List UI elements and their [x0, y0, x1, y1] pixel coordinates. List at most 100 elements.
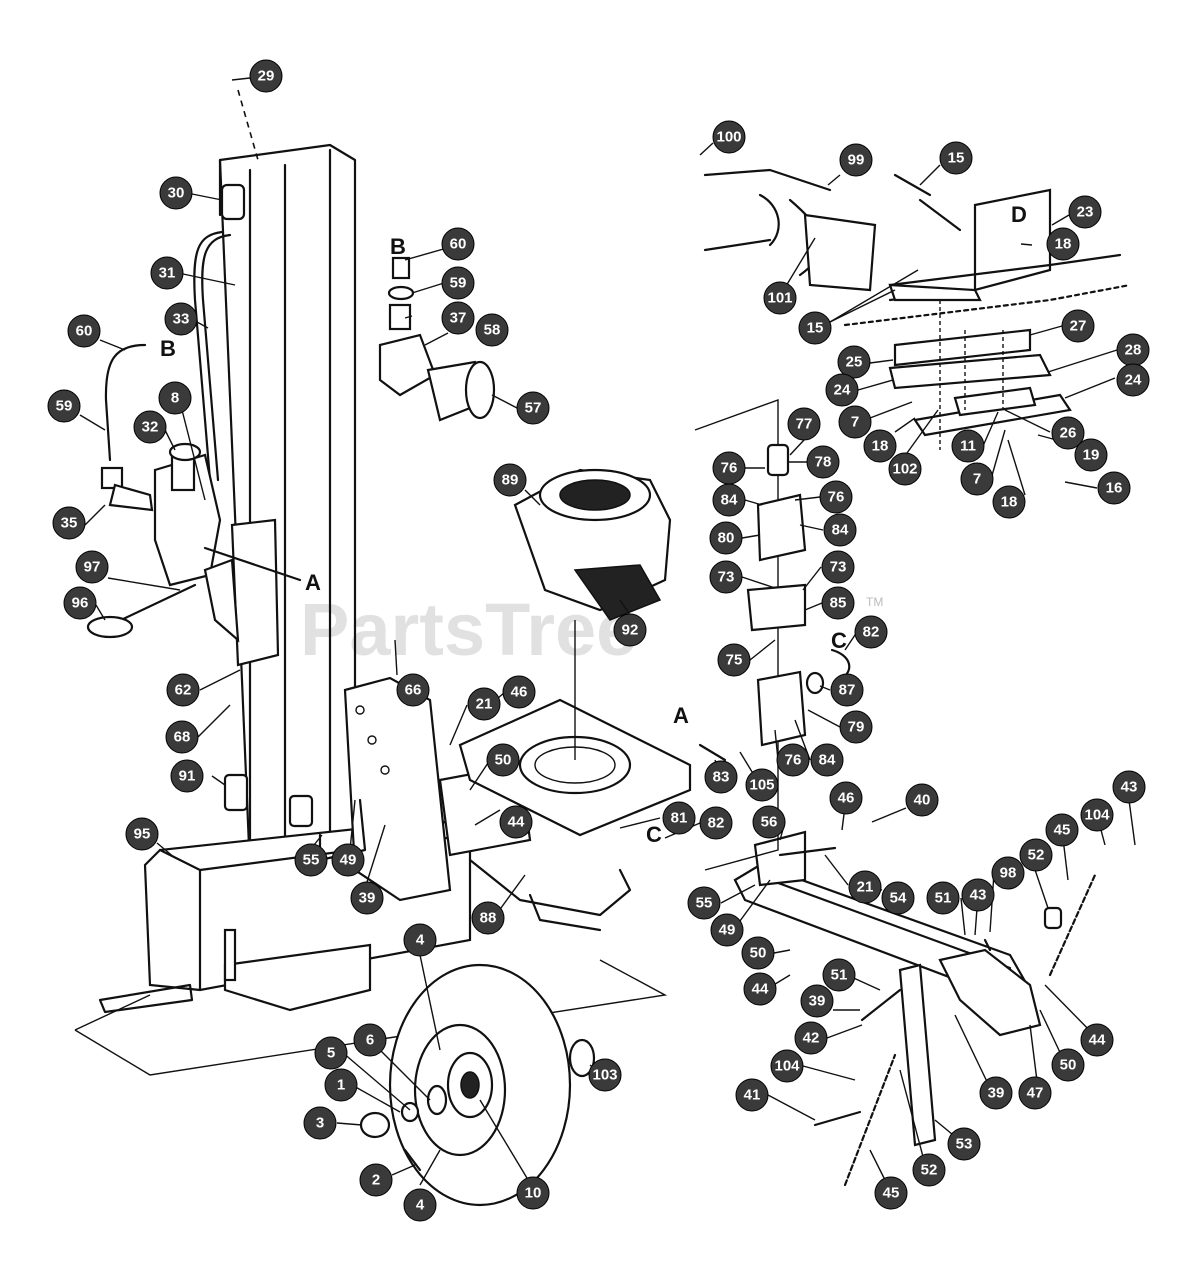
callout-80: 80	[709, 521, 743, 555]
callout-104-upper: 104	[1080, 798, 1114, 832]
svg-text:99: 99	[848, 152, 865, 169]
callout-52-lower: 52	[912, 1153, 946, 1187]
callout-7-left: 7	[838, 405, 872, 439]
svg-text:46: 46	[838, 790, 855, 807]
callout-25: 25	[837, 345, 871, 379]
svg-text:55: 55	[696, 895, 713, 912]
callout-92: 92	[613, 613, 647, 647]
svg-text:92: 92	[622, 622, 639, 639]
svg-text:104: 104	[1084, 807, 1110, 824]
callout-7-right: 7	[960, 462, 994, 496]
svg-text:27: 27	[1070, 318, 1087, 335]
svg-text:57: 57	[525, 400, 542, 417]
control-valve	[86, 343, 222, 639]
svg-text:52: 52	[1028, 847, 1045, 864]
callout-73-right: 73	[821, 550, 855, 584]
callout-91: 91	[170, 759, 204, 793]
callout-45-upper: 45	[1045, 813, 1079, 847]
svg-text:16: 16	[1106, 480, 1123, 497]
svg-text:81: 81	[671, 810, 688, 827]
svg-text:4: 4	[416, 1197, 425, 1214]
callout-41: 41	[735, 1078, 769, 1112]
callout-47: 47	[1018, 1076, 1052, 1110]
svg-text:44: 44	[1089, 1032, 1106, 1049]
callout-59-filter: 59	[441, 266, 475, 300]
callout-45-lower: 45	[874, 1176, 908, 1210]
engine-plate	[458, 698, 692, 932]
callout-105: 105	[745, 768, 779, 802]
callout-26: 26	[1051, 416, 1085, 450]
svg-text:15: 15	[948, 150, 965, 167]
svg-text:84: 84	[721, 492, 738, 509]
callout-29: 29	[249, 59, 283, 93]
wedge-panel	[694, 399, 851, 871]
callout-68: 68	[165, 720, 199, 754]
callout-1: 1	[324, 1068, 358, 1102]
svg-text:56: 56	[761, 814, 778, 831]
svg-text:85: 85	[830, 595, 847, 612]
svg-text:95: 95	[134, 826, 151, 843]
callout-82: 82	[699, 806, 733, 840]
svg-text:82: 82	[708, 815, 725, 832]
svg-text:25: 25	[846, 354, 863, 371]
connector-label-c-spring: C	[646, 822, 662, 847]
callout-89: 89	[493, 463, 527, 497]
svg-text:80: 80	[718, 530, 735, 547]
svg-text:82: 82	[863, 624, 880, 641]
svg-text:21: 21	[857, 879, 874, 896]
callout-31: 31	[150, 256, 184, 290]
callout-44-hitch-left: 44	[743, 972, 777, 1006]
svg-text:77: 77	[796, 416, 813, 433]
callout-3: 3	[303, 1106, 337, 1140]
callout-66: 66	[396, 673, 430, 707]
svg-text:89: 89	[502, 472, 519, 489]
callout-88: 88	[471, 901, 505, 935]
connector-label-c-wedge: C	[831, 628, 847, 653]
callout-16: 16	[1097, 471, 1131, 505]
svg-text:76: 76	[828, 489, 845, 506]
svg-text:40: 40	[914, 792, 931, 809]
svg-text:62: 62	[175, 682, 192, 699]
svg-text:79: 79	[848, 719, 865, 736]
svg-text:24: 24	[834, 382, 851, 399]
svg-text:44: 44	[752, 981, 769, 998]
callout-2: 2	[359, 1163, 393, 1197]
callout-49-hitch: 49	[710, 913, 744, 947]
svg-text:8: 8	[171, 390, 179, 407]
svg-text:104: 104	[774, 1058, 800, 1075]
callout-39-hitch-right: 39	[979, 1076, 1013, 1110]
svg-text:1: 1	[337, 1077, 345, 1094]
callout-56: 56	[752, 805, 786, 839]
callout-82-wedge: 82	[854, 615, 888, 649]
callout-35: 35	[52, 506, 86, 540]
callout-32: 32	[133, 410, 167, 444]
svg-text:76: 76	[785, 752, 802, 769]
callout-100: 100	[712, 120, 746, 154]
svg-text:28: 28	[1125, 342, 1142, 359]
svg-text:91: 91	[179, 768, 196, 785]
svg-text:52: 52	[921, 1162, 938, 1179]
svg-text:96: 96	[72, 595, 89, 612]
callout-77: 77	[787, 407, 821, 441]
callout-43-mid: 43	[961, 878, 995, 912]
callout-10: 10	[516, 1176, 550, 1210]
svg-text:66: 66	[405, 682, 422, 699]
callout-24-right: 24	[1116, 363, 1150, 397]
filter-assembly	[378, 256, 496, 422]
svg-text:3: 3	[316, 1115, 324, 1132]
svg-text:50: 50	[495, 752, 512, 769]
svg-text:58: 58	[484, 322, 501, 339]
svg-text:51: 51	[831, 967, 848, 984]
callout-84-lower: 84	[810, 743, 844, 777]
callout-6: 6	[353, 1023, 387, 1057]
callout-75: 75	[717, 643, 751, 677]
svg-text:26: 26	[1060, 425, 1077, 442]
callout-33: 33	[164, 302, 198, 336]
svg-text:6: 6	[366, 1032, 374, 1049]
svg-text:19: 19	[1083, 447, 1100, 464]
svg-text:35: 35	[61, 515, 78, 532]
callout-24-left: 24	[825, 373, 859, 407]
callout-23: 23	[1068, 195, 1102, 229]
svg-text:97: 97	[84, 559, 101, 576]
callout-59: 59	[47, 389, 81, 423]
